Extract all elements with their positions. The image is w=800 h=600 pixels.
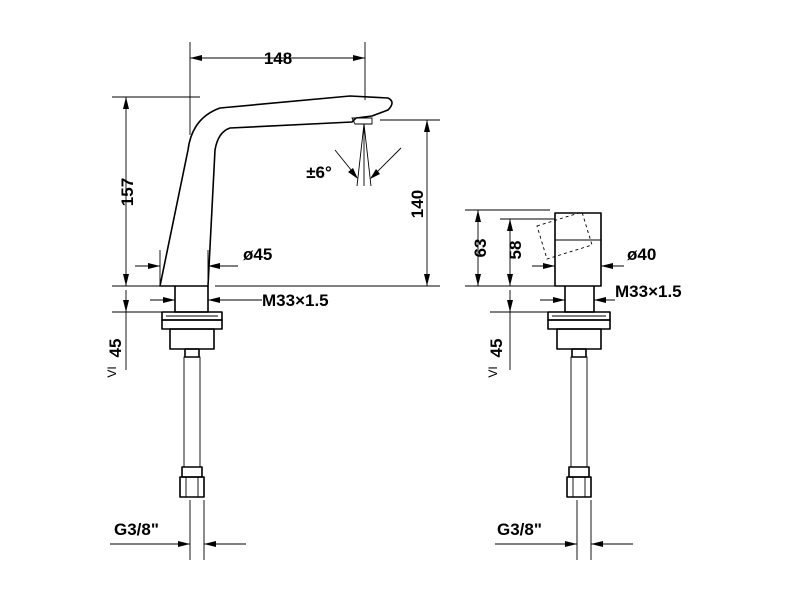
handle-thread-label: M33×1.5 xyxy=(615,282,682,301)
handle-deck-symbol: VI xyxy=(486,366,500,377)
faucet-width-label: 148 xyxy=(264,49,292,68)
handle-deck-label: 45 xyxy=(487,339,506,358)
handle-connection-dimension: G3/8" xyxy=(495,500,633,560)
faucet-diameter-label: ø45 xyxy=(243,245,272,264)
faucet-height-label: 157 xyxy=(118,178,137,206)
faucet-diameter-dimension: ø45 xyxy=(135,245,272,286)
faucet-drawing: 148 15 xyxy=(105,42,440,560)
spout-angle-dimension: ±6° xyxy=(306,123,402,187)
handle-thread-dimension: M33×1.5 xyxy=(540,282,682,303)
handle-body-height-label: 58 xyxy=(506,241,525,260)
handle-body-height-dimension: 58 xyxy=(500,218,555,286)
spout-height-label: 140 xyxy=(408,190,427,218)
handle-diameter-label: ø40 xyxy=(627,245,656,264)
handle-diameter-dimension: ø40 xyxy=(532,245,656,269)
faucet-hose xyxy=(179,356,205,498)
handle-connection-label: G3/8" xyxy=(497,520,542,539)
faucet-deck-dimension: 45 VI xyxy=(105,290,162,378)
faucet-connection-label: G3/8" xyxy=(114,520,159,539)
spout-angle-label: ±6° xyxy=(306,163,332,182)
faucet-connection-dimension: G3/8" xyxy=(110,500,246,560)
handle-height-label: 63 xyxy=(471,239,490,258)
handle-drawing: 63 58 ø40 M33×1.5 xyxy=(465,209,682,560)
faucet-height-dimension: 157 xyxy=(112,96,200,287)
faucet-body xyxy=(159,95,393,358)
faucet-width-dimension: 148 xyxy=(189,42,366,135)
handle-body xyxy=(536,211,611,358)
faucet-deck-label: 45 xyxy=(106,339,125,358)
spout-height-dimension: 140 xyxy=(215,119,440,287)
handle-deck-dimension: 45 VI xyxy=(486,290,548,378)
handle-hose xyxy=(566,356,592,498)
faucet-deck-symbol: VI xyxy=(105,366,119,377)
faucet-thread-dimension: M33×1.5 xyxy=(150,291,329,310)
handle-height-dimension: 63 xyxy=(465,209,555,287)
faucet-thread-label: M33×1.5 xyxy=(262,291,329,310)
